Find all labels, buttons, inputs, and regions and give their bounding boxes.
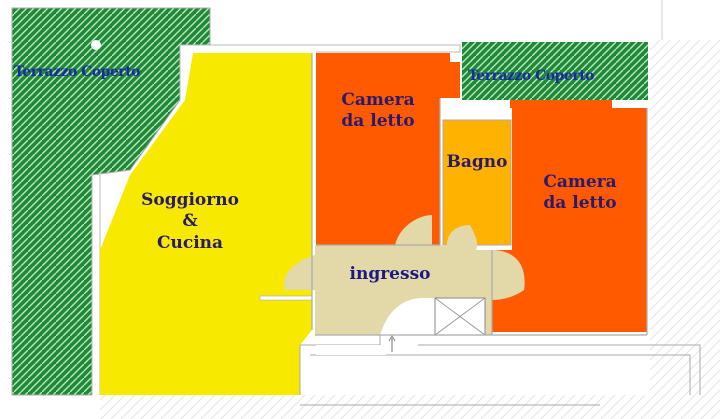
neighbor-area-bottom (100, 395, 720, 419)
label-living-line2: & (182, 211, 198, 232)
room-bedroom-2 (492, 100, 647, 332)
label-terrace-left: Terrazzo Coperto (14, 64, 141, 80)
neighbor-area-right (650, 40, 720, 419)
label-terrace-right: Terrazzo Coperto (468, 68, 595, 84)
label-living: Soggiorno & Cucina (130, 190, 250, 254)
label-living-line3: Cucina (156, 232, 224, 253)
label-bedroom-1-line1: Camera (341, 90, 415, 110)
label-bathroom: Bagno (446, 152, 508, 172)
room-bedroom-1 (316, 53, 460, 245)
room-bathroom (442, 119, 512, 246)
room-living (100, 53, 312, 395)
label-bedroom-2-line2: da letto (543, 193, 617, 214)
label-bedroom-2-line1: Camera (543, 172, 617, 192)
label-living-line1: Soggiorno (141, 190, 239, 210)
terrace-left (11, 7, 211, 396)
label-bedroom-1-line2: da letto (341, 111, 415, 132)
label-bedroom-1: Camera da letto (322, 90, 434, 133)
label-bedroom-2: Camera da letto (520, 172, 640, 215)
wall-stub (259, 295, 313, 301)
elevator-cross-icon (434, 297, 486, 336)
label-entrance: ingresso (349, 264, 431, 284)
terrace-right (462, 42, 648, 100)
drain-icon (91, 40, 101, 50)
